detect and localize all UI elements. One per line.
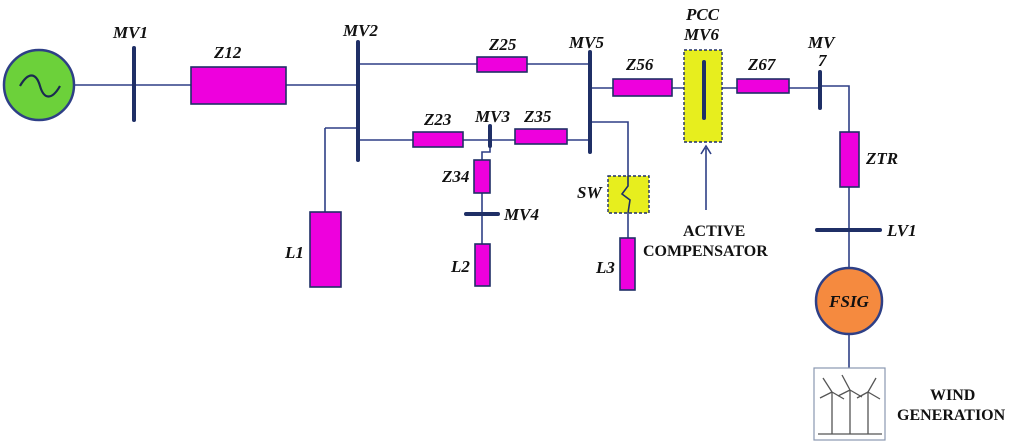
label-z23: Z23 — [423, 110, 452, 129]
label-mv5: MV5 — [568, 33, 604, 52]
buses — [132, 40, 882, 232]
wind-turbines-icon — [813, 367, 886, 441]
impedance-z23 — [412, 131, 464, 148]
impedance-z56 — [612, 78, 673, 97]
label-l1: L1 — [284, 243, 304, 262]
label-ztr: ZTR — [865, 149, 898, 168]
impedance-z67 — [736, 78, 790, 94]
label-fsig: FSIG — [828, 292, 869, 311]
label-mv3: MV3 — [474, 107, 510, 126]
caption-wind: WIND — [930, 387, 975, 404]
label-mv7-line1: MV — [807, 33, 836, 52]
label-mv7-line2: 7 — [818, 51, 828, 70]
load-l1 — [309, 211, 342, 288]
pcc-box — [683, 49, 723, 143]
wires — [75, 63, 850, 368]
label-mv6: MV6 — [683, 25, 719, 44]
label-z25: Z25 — [488, 35, 517, 54]
label-z34: Z34 — [441, 167, 469, 186]
label-z56: Z56 — [625, 55, 654, 74]
impedance-z35 — [514, 128, 568, 145]
caption-active: ACTIVE — [683, 223, 745, 240]
label-mv2: MV2 — [342, 21, 378, 40]
impedances — [190, 56, 860, 291]
label-z67: Z67 — [747, 55, 777, 74]
label-mv4: MV4 — [503, 205, 539, 224]
label-pcc: PCC — [685, 5, 720, 24]
impedance-ztr — [839, 131, 860, 188]
label-z35: Z35 — [523, 107, 552, 126]
label-z12: Z12 — [213, 43, 242, 62]
label-l2: L2 — [450, 257, 470, 276]
labels: MV1 MV2 MV3 MV4 MV5 PCC MV6 MV 7 LV1 Z12… — [112, 5, 1006, 424]
load-l3 — [619, 237, 636, 291]
caption-generation: GENERATION — [897, 407, 1006, 424]
label-lv1: LV1 — [886, 221, 917, 240]
load-l2 — [474, 243, 491, 287]
impedance-z12 — [190, 66, 287, 105]
impedance-z25 — [476, 56, 528, 73]
induction-generator-icon — [814, 266, 884, 336]
impedance-z34 — [473, 159, 491, 194]
label-sw: SW — [577, 183, 603, 202]
switch-sw — [607, 175, 650, 214]
caption-compensator: COMPENSATOR — [643, 243, 768, 260]
ac-source-icon — [2, 48, 76, 122]
label-mv1: MV1 — [112, 23, 148, 42]
label-l3: L3 — [595, 258, 615, 277]
